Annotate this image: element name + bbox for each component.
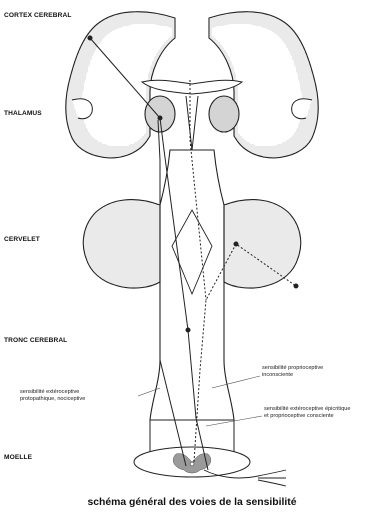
left-cerebellar-hemisphere [83,200,160,289]
left-thalamus [145,96,175,132]
label-moelle: MOELLE [4,454,32,461]
annotation-line: sensibilité extéroceptive épicritique [264,406,350,413]
ventricle [142,80,242,94]
annotation-line: inconsciente [262,372,323,379]
third-ventricle [186,96,198,150]
diagram-caption: schéma général des voies de la sensibili… [0,497,384,508]
annotation-extero-epicritique: sensibilité extéroceptive épicritique et… [264,406,350,419]
label-tronc: TRONC CEREBRAL [4,337,67,344]
spinal-cord [134,420,250,477]
annotation-extero-protopathique: sensibilité extéroceptive protopathique,… [20,389,85,402]
cerebral-cortex [66,12,319,158]
nerve-fibre-1 [258,470,286,476]
right-thalamus [209,96,239,132]
central-canal [190,462,194,466]
label-cortex: CORTEX CEREBRAL [4,12,71,19]
annotation-line: protopathique, nociceptive [20,396,85,403]
annotation-line: sensibilité proprioceptive [262,365,323,372]
thalamus [145,96,239,132]
nerve-fibre-3 [258,480,286,486]
annotation-line: et proprioceptive consciente [264,413,350,420]
synapse-cerebellum [234,242,238,246]
label-thalamus: THALAMUS [4,110,42,117]
synapse-cortex [88,36,92,40]
annotation-proprio-inconsciente: sensibilité proprioceptive inconsciente [262,365,323,378]
label-cervelet: CERVELET [4,236,40,243]
annotation-line: sensibilité extéroceptive [20,389,85,396]
synapse-brainstem [186,328,190,332]
synapse-cerebellar-cortex [294,284,298,288]
synapse-thalamus [158,116,162,120]
